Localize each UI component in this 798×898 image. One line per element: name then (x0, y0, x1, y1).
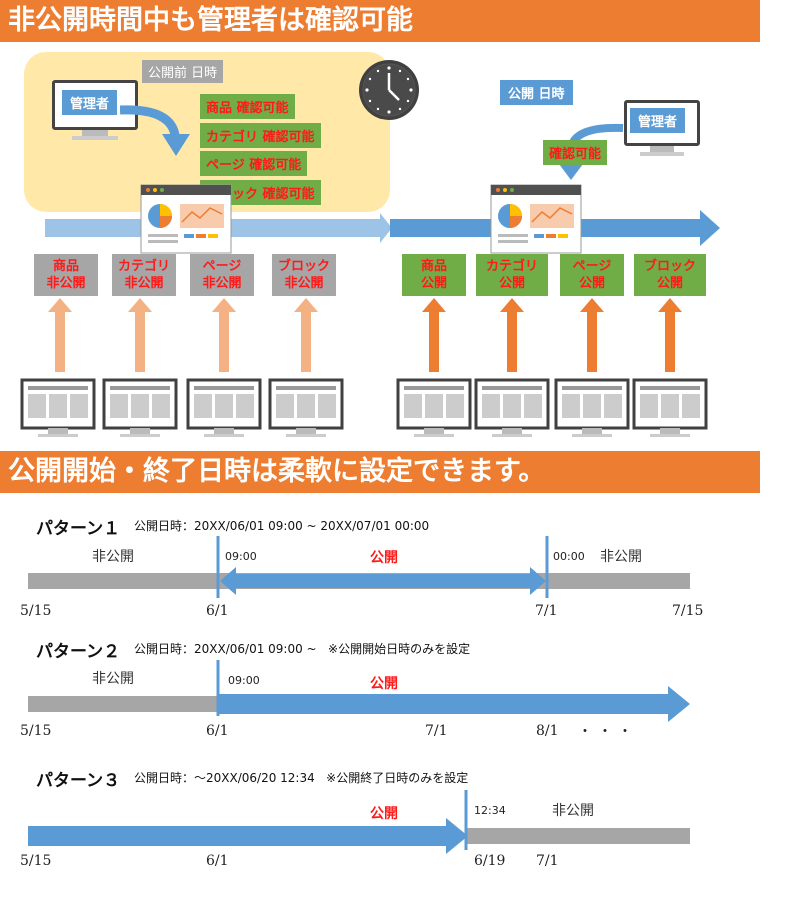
pattern1-date: 6/1 (206, 603, 229, 619)
admin-label-right: 管理者 (630, 108, 686, 133)
pattern2-public-label: 公開 (370, 676, 398, 692)
pattern1-private-label-2: 非公開 (600, 549, 642, 565)
confirm-item-right: 確認可能 (543, 140, 608, 165)
pattern1-date: 7/1 (535, 603, 558, 619)
pattern2-ellipsis: ・・・ (578, 724, 638, 740)
pattern1-info: 公開日時：20XX/06/01 09:00 ~ 20XX/07/01 00:00 (134, 519, 430, 533)
pattern1-date: 7/15 (672, 603, 704, 619)
pattern2-date: 8/1 (536, 723, 559, 739)
state-category-public: カテゴリ公開 (476, 254, 548, 296)
state-product-private: 商品非公開 (34, 254, 98, 296)
publish-datetime-label: 公開 日時 (500, 80, 573, 105)
pattern2-info: 公開日時：20XX/06/01 09:00 ~ ※公開開始日時のみを設定 (134, 642, 471, 656)
pattern3-private-label: 非公開 (552, 803, 594, 819)
down-arrow-icon (120, 105, 190, 156)
pattern3-date: 6/19 (474, 853, 506, 869)
before-publish-label: 公開前 日時 (142, 60, 224, 83)
admin-label-left: 管理者 (62, 90, 118, 115)
pattern3-end-time: 12:34 (474, 804, 506, 817)
pattern3-public-label: 公開 (370, 806, 398, 822)
pattern1-private-label: 非公開 (92, 549, 134, 565)
pattern3-date: 6/1 (206, 853, 229, 869)
section2-banner: 公開開始・終了日時は柔軟に設定できます。 (0, 451, 760, 493)
pattern3-timeline (28, 790, 690, 854)
pattern1-title: パターン１ (36, 519, 121, 539)
confirm-item: ページ 確認可能 (200, 151, 308, 176)
pattern3-date: 5/15 (20, 853, 52, 869)
pattern2-date: 6/1 (206, 723, 229, 739)
pattern2-title: パターン２ (36, 642, 121, 662)
section1-banner: 非公開時間中も管理者は確認可能 (0, 0, 760, 42)
pattern1-end-time: 00:00 (553, 550, 585, 563)
pattern1-date: 5/15 (20, 603, 52, 619)
pattern1-public-label: 公開 (370, 550, 398, 566)
pattern2-timeline (28, 660, 690, 722)
pattern2-start-time: 09:00 (228, 674, 260, 687)
confirm-item: カテゴリ 確認可能 (200, 123, 321, 148)
pattern3-date: 7/1 (536, 853, 559, 869)
browser-window-icon (140, 184, 232, 254)
admin-monitor-left: 管理者 (52, 80, 138, 142)
pattern1-timeline (28, 536, 690, 598)
visitor-row (20, 298, 708, 439)
pattern2-private-label: 非公開 (92, 671, 134, 687)
state-product-public: 商品公開 (402, 254, 466, 296)
pattern3-title: パターン３ (36, 771, 121, 791)
pattern2-date: 7/1 (425, 723, 448, 739)
state-page-public: ページ公開 (560, 254, 624, 296)
browser-window-icon (490, 184, 582, 254)
state-block-public: ブロック公開 (634, 254, 706, 296)
state-page-private: ページ非公開 (190, 254, 254, 296)
pattern2-date: 5/15 (20, 723, 52, 739)
state-category-private: カテゴリ非公開 (112, 254, 176, 296)
pattern3-info: 公開日時：～20XX/06/20 12:34 ※公開終了日時のみを設定 (134, 771, 469, 785)
clock-icon (359, 60, 419, 120)
confirm-item: 商品 確認可能 (200, 94, 295, 119)
pattern1-start-time: 09:00 (225, 550, 257, 563)
state-block-private: ブロック非公開 (272, 254, 336, 296)
admin-monitor-right: 管理者 (624, 100, 700, 160)
